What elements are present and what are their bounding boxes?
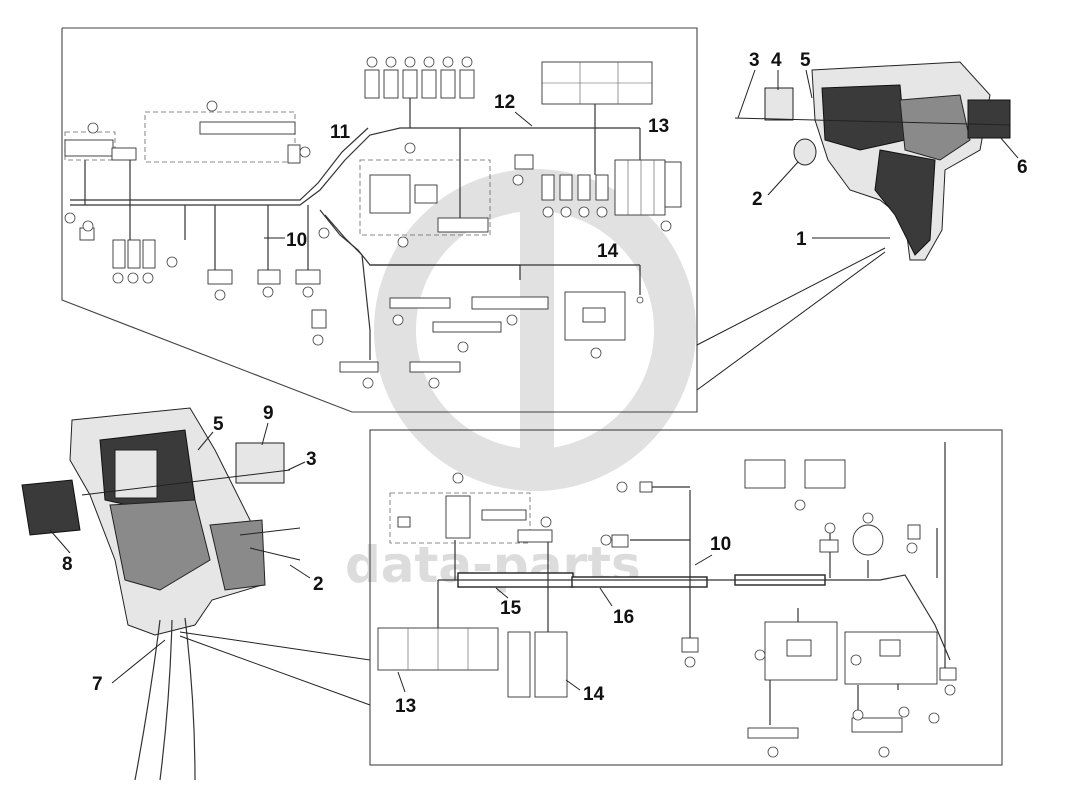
bottom-harness-16 xyxy=(571,576,708,588)
dashboard-assembly-bottom-left xyxy=(21,407,301,781)
label-bl-8: 8 xyxy=(62,554,73,575)
label-tr-6: 6 xyxy=(1017,157,1028,178)
leader-bl-8 xyxy=(49,529,71,554)
bottom-detail-panel: 10 13 14 15 16 xyxy=(369,429,1003,766)
pointer-top-1 xyxy=(696,247,886,346)
top-dash-group-2 xyxy=(359,159,491,236)
top-detail-panel: 10 11 12 13 14 xyxy=(61,27,698,413)
leader-bl-9 xyxy=(261,422,269,446)
leader-top-12 xyxy=(514,111,533,127)
label-top-12: 12 xyxy=(494,92,515,113)
leader-bp-14 xyxy=(565,679,581,691)
leader-bp-10 xyxy=(694,554,713,566)
leader-bl-3 xyxy=(287,461,306,471)
label-bp-14: 14 xyxy=(583,684,605,705)
leader-bp-15 xyxy=(495,587,509,599)
label-bl-3: 3 xyxy=(306,449,317,470)
top-panel-frame xyxy=(61,27,698,413)
dashboard-assembly-top-right xyxy=(734,61,1011,261)
label-bl-7: 7 xyxy=(92,674,103,695)
top-connector-row xyxy=(364,56,475,99)
top-harness-down-b xyxy=(324,214,371,360)
bottom-connectors xyxy=(377,459,957,739)
pointer-bl-1 xyxy=(179,631,371,661)
watermark: data-parts xyxy=(345,169,696,594)
leader-tr-2 xyxy=(767,161,799,196)
label-bl-9: 9 xyxy=(263,403,274,424)
label-top-14: 14 xyxy=(597,241,619,262)
leader-bl-7 xyxy=(111,639,166,684)
top-harness-down xyxy=(319,209,521,280)
label-bl-2: 2 xyxy=(313,574,324,595)
watermark-logo-ring xyxy=(374,169,696,491)
label-bp-10: 10 xyxy=(710,534,731,555)
top-fuse-block xyxy=(614,159,682,216)
top-dash-group-1 xyxy=(144,111,296,163)
top-relay-box xyxy=(541,61,653,105)
bottom-dash-group xyxy=(389,492,531,544)
leader-tr-6 xyxy=(999,136,1019,159)
label-top-10: 10 xyxy=(286,230,307,251)
leader-bp-16 xyxy=(599,587,613,607)
leader-tr-5 xyxy=(805,69,813,99)
label-top-13: 13 xyxy=(648,116,669,137)
label-tr-1: 1 xyxy=(796,229,807,250)
label-bp-15: 15 xyxy=(500,598,522,619)
bottom-callouts xyxy=(452,472,956,758)
label-tr-2: 2 xyxy=(752,189,763,210)
label-tr-4: 4 xyxy=(771,50,782,71)
pointer-top-2 xyxy=(696,251,886,391)
leader-bp-13 xyxy=(397,671,406,693)
top-connectors-mid xyxy=(64,121,626,373)
watermark-logo-bar xyxy=(520,200,554,460)
bottom-panel-frame xyxy=(369,429,1003,766)
leader-bl-5 xyxy=(197,431,214,451)
leader-bl-2 xyxy=(289,564,311,579)
top-harness-branch-a xyxy=(70,127,369,201)
top-harness-trunk xyxy=(70,127,640,206)
label-top-11: 11 xyxy=(330,122,351,143)
label-bl-5: 5 xyxy=(213,414,224,435)
bottom-harness-line xyxy=(438,574,951,661)
label-tr-5: 5 xyxy=(800,50,811,71)
label-bp-16: 16 xyxy=(613,607,634,628)
pointer-bl-2 xyxy=(179,635,371,706)
label-bp-13: 13 xyxy=(395,696,416,717)
top-callouts xyxy=(64,100,672,389)
label-tr-3: 3 xyxy=(749,50,760,71)
leader-tr-3 xyxy=(737,69,756,119)
